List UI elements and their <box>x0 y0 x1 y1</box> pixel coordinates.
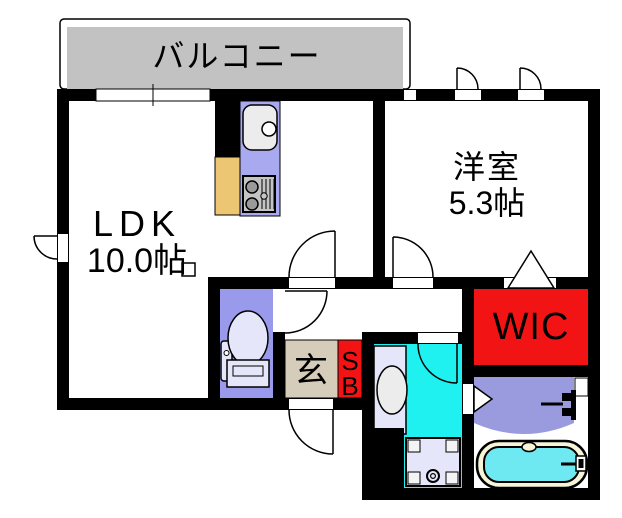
toilet-tank-icon <box>226 359 270 388</box>
bath-door-opening <box>463 384 473 414</box>
toilet-tank-lid <box>232 365 264 377</box>
bathroom-wet-floor <box>474 377 574 434</box>
toilet-door-arc-icon <box>284 290 328 334</box>
drain-icon <box>426 469 440 483</box>
stove-burner-icon <box>245 197 259 211</box>
bath-folding-door-icon <box>473 384 494 414</box>
entrance-label: 玄 <box>294 352 328 390</box>
casement-window-icon <box>33 235 58 260</box>
ldk-size-label: 10.0帖 <box>87 242 187 280</box>
entrance-door-opening <box>289 399 333 409</box>
balcony-floor <box>67 27 403 89</box>
wall-bottom-right <box>362 488 600 500</box>
wall-toilet-left <box>208 277 220 410</box>
balcony: バルコニー <box>59 18 411 90</box>
stove-burner-icon <box>245 180 259 194</box>
ldk-room-label: LDK <box>93 203 181 244</box>
entrance-door-arc-icon <box>288 409 334 455</box>
bedroom-window-gap <box>455 90 481 100</box>
wic-folding-door-icon <box>506 249 556 289</box>
wall-wic-left <box>462 277 474 488</box>
washroom-door-opening <box>418 333 458 343</box>
washroom-fixtures <box>373 345 461 487</box>
toilet-flush-button <box>223 350 230 356</box>
shower-bar-icon <box>571 390 576 420</box>
drain-icon-inner <box>430 473 437 480</box>
washbasin-bowl-icon <box>376 365 408 415</box>
pan-corner <box>407 439 421 453</box>
shoe-box-label-s: S <box>341 346 358 376</box>
casement-window-icon <box>456 67 479 90</box>
bedroom-door-arc-icon <box>392 236 434 278</box>
wall-wic-bath-divider <box>462 365 600 377</box>
toilet-door-opening <box>274 290 284 332</box>
shower-handle-icon <box>562 393 571 401</box>
sink-faucet-icon <box>261 121 277 137</box>
shoe-box-label-b: B <box>341 371 358 401</box>
ldk-door-arc-icon <box>288 230 336 278</box>
bedroom-door-opening <box>393 278 433 288</box>
bathtub-faucet-icon-inner <box>578 459 584 468</box>
bathtub-overflow-icon <box>521 441 537 453</box>
ldk-door-opening <box>289 278 335 288</box>
wall-kitchen-pillar <box>215 101 240 157</box>
toilet-bowl-icon <box>227 310 269 366</box>
wic-label: WIC <box>493 306 570 348</box>
wall-toilet-right <box>273 332 285 398</box>
shower-handle-icon <box>562 408 571 416</box>
wall-gap-balcony-end <box>404 90 416 100</box>
wall-ldk-bedroom-divider <box>373 101 385 289</box>
stove-knob-icon <box>260 192 268 200</box>
ldk-side-window-gap <box>58 234 68 262</box>
toilet <box>220 310 270 388</box>
bedroom-window-gap <box>518 90 544 100</box>
bedroom-room-label: 洋室 <box>453 149 521 185</box>
balcony-label: バルコニー <box>152 38 321 74</box>
wall-bath-block <box>362 428 404 500</box>
casement-window-icon <box>519 67 542 90</box>
washroom-door-arc-icon <box>417 343 458 384</box>
kitchen-sink-icon <box>242 104 278 151</box>
kitchen <box>214 100 281 217</box>
wic-floor <box>474 289 588 365</box>
bedroom-size-label: 5.3帖 <box>449 185 526 221</box>
bathroom-fixtures <box>475 390 589 490</box>
pillar-icon <box>181 262 196 277</box>
wall-right <box>588 89 600 500</box>
kitchen-side-counter <box>214 156 241 216</box>
bathroom-niche <box>574 377 589 397</box>
pan-corner <box>407 471 421 485</box>
pan-corner <box>445 439 459 453</box>
pan-corner <box>445 471 459 485</box>
